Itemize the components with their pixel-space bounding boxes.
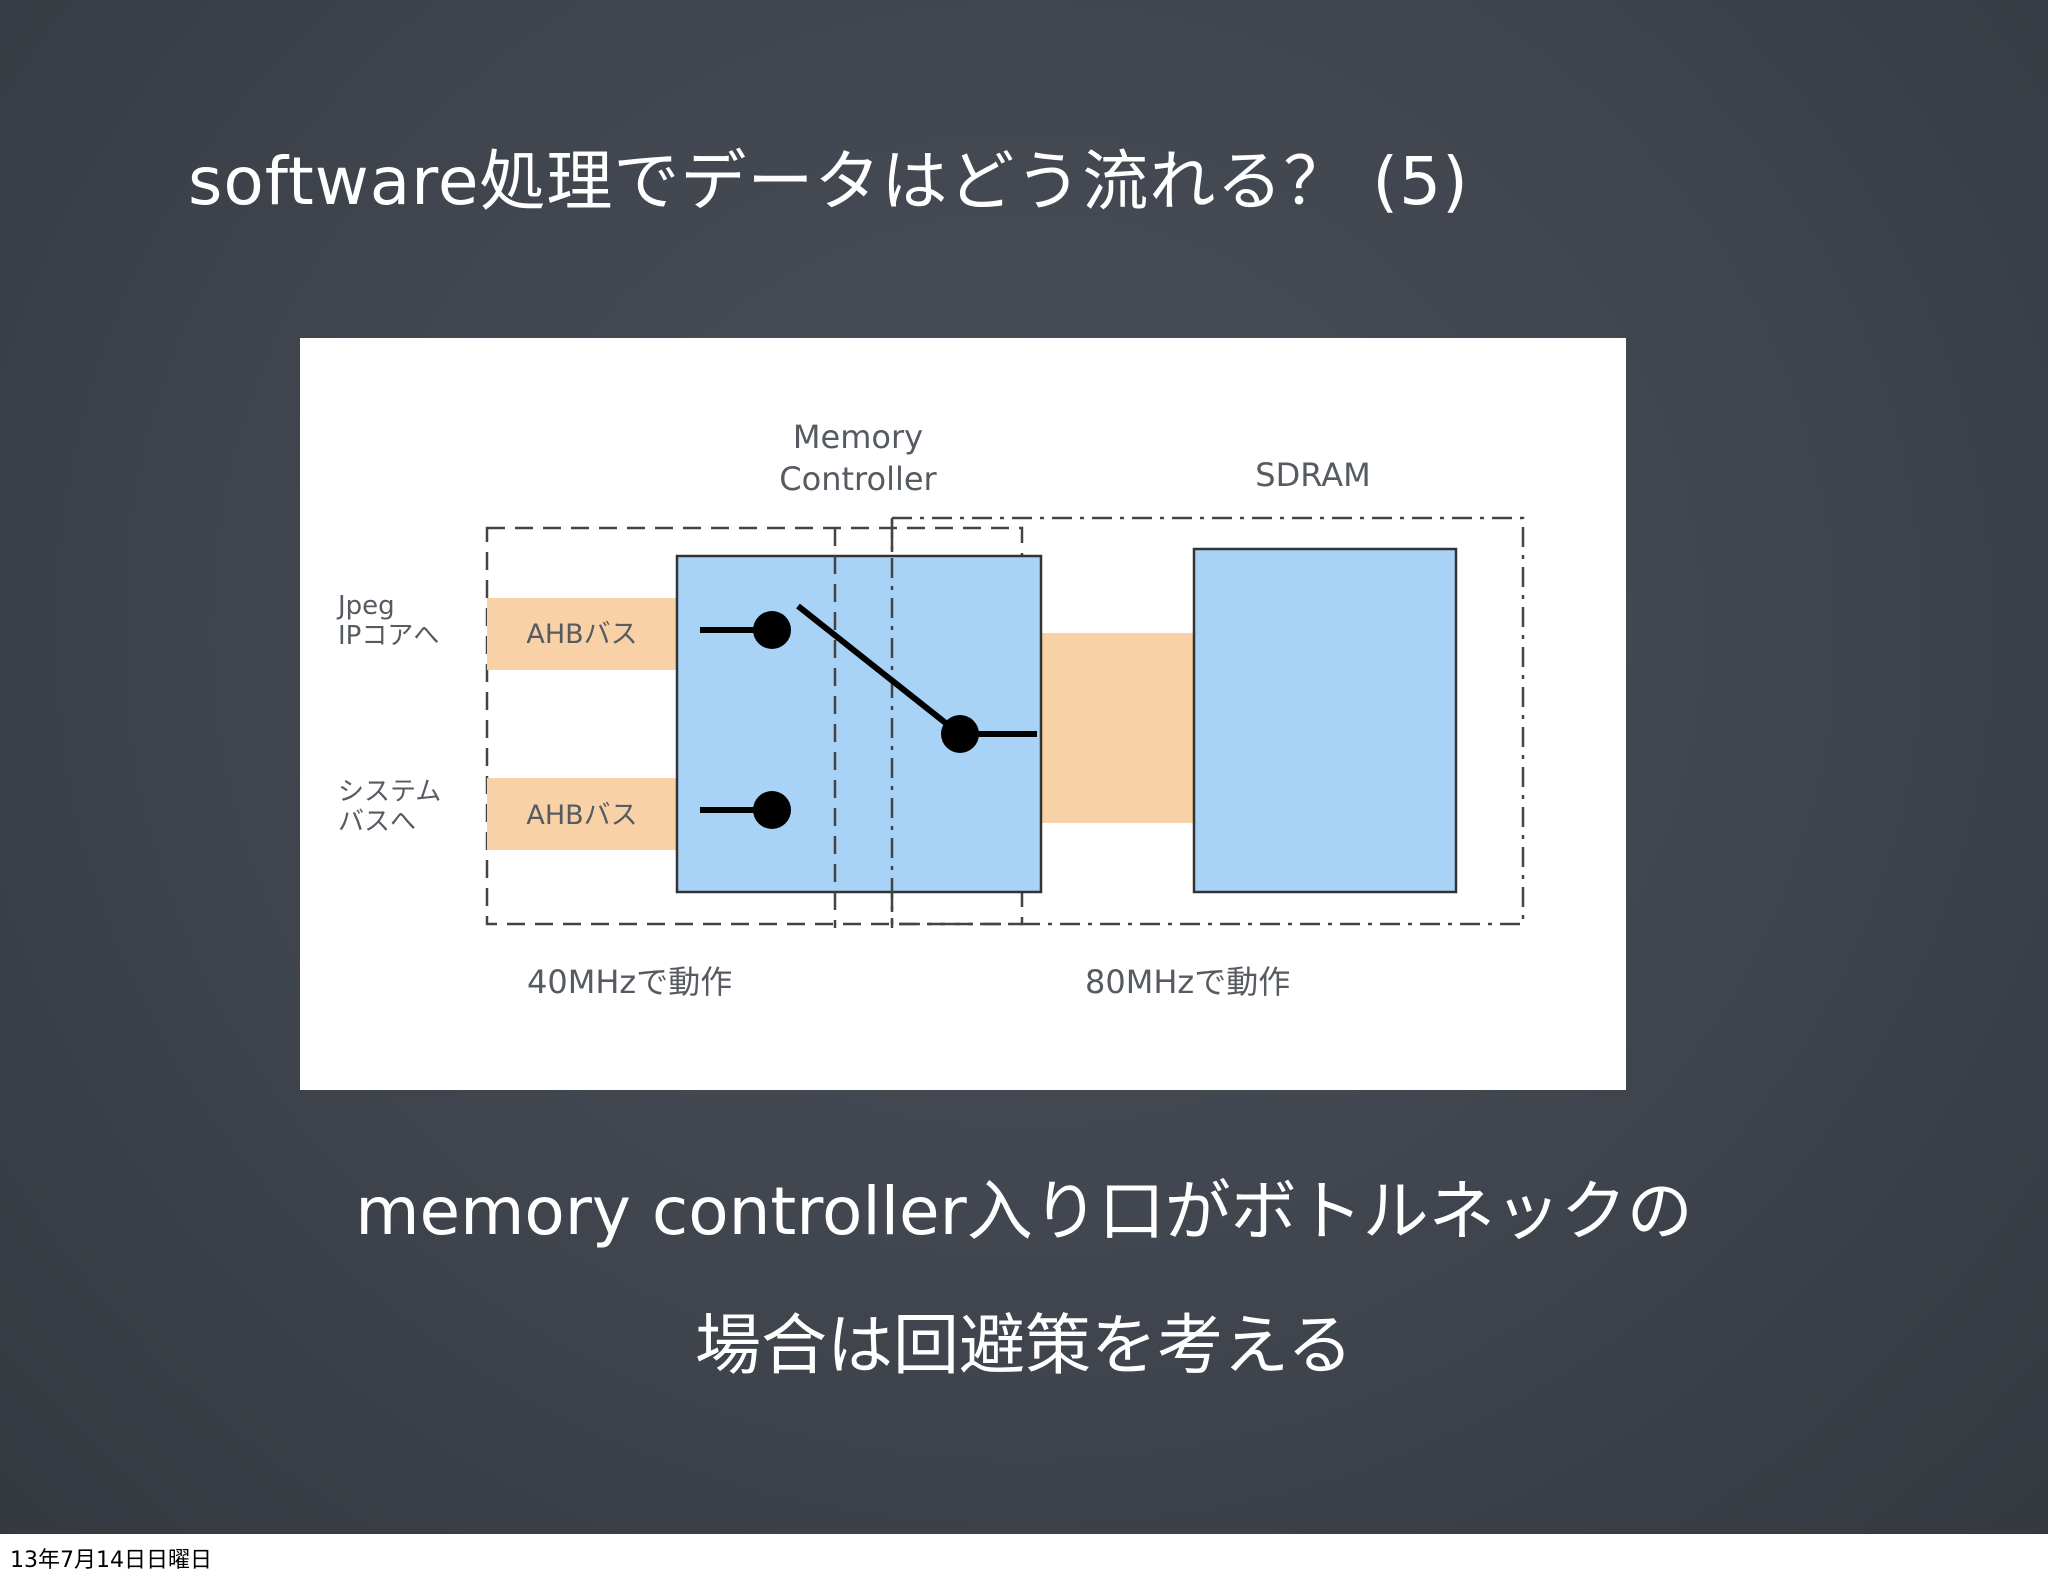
memory-controller-block <box>675 554 1043 894</box>
memory-controller-label-line2: Controller <box>779 460 937 498</box>
sdram-bus-bar <box>1040 633 1198 823</box>
clock-40mhz-label: 40MHzで動作 <box>527 963 732 1001</box>
slide-title: software処理でデータはどう流れる？ (5) <box>188 143 1469 220</box>
switch-arm <box>796 603 959 735</box>
sdram-label: SDRAM <box>1255 456 1370 494</box>
ahb-bus-bottom-label: AHBバス <box>526 800 637 831</box>
system-bus-label-line2: バスへ <box>338 807 416 837</box>
jpeg-ip-label-line1: Jpeg <box>336 591 395 621</box>
jpeg-ip-label-line2: IPコアへ <box>338 621 439 651</box>
memory-controller-diagram: Memory Controller SDRAM Jpeg IPコアへ システム … <box>300 338 1626 1090</box>
slide-timestamp: 13年7月14日日曜日 <box>10 1548 212 1573</box>
switch-contact-bottom <box>753 791 791 829</box>
sdram-block <box>1192 547 1458 894</box>
ahb-bus-bottom-bar <box>487 778 677 850</box>
switch-contact-top <box>753 611 791 649</box>
caption-line-1: memory controller入り口がボトルネックの <box>355 1173 1693 1250</box>
caption-line-2: 場合は回避策を考える <box>694 1307 1354 1384</box>
footer-bar: 13年7月14日日曜日 <box>0 1534 2048 1576</box>
ahb-bus-top-bar <box>487 598 677 670</box>
memory-controller-label-line1: Memory <box>793 418 923 456</box>
clock-80mhz-label: 80MHzで動作 <box>1085 963 1290 1001</box>
diagram-svg: Memory Controller SDRAM Jpeg IPコアへ システム … <box>336 418 1525 1001</box>
ahb-bus-top-label: AHBバス <box>526 619 637 650</box>
system-bus-label-line1: システム <box>338 777 441 807</box>
